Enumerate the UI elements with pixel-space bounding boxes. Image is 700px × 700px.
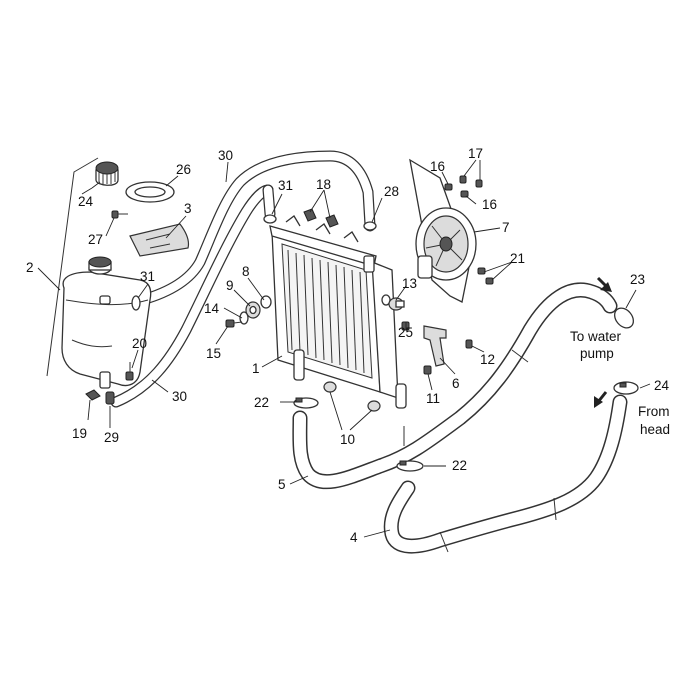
clip-18 — [303, 208, 339, 228]
callout-20: 20 — [132, 336, 147, 351]
callout-17: 17 — [468, 146, 483, 161]
note-from-head-line1: From — [638, 404, 670, 419]
callout-26: 26 — [176, 162, 191, 177]
callout-27: 27 — [88, 232, 103, 247]
gasket-ring — [125, 181, 175, 203]
callout-28: 28 — [384, 184, 399, 199]
callout-16b: 16 — [482, 197, 497, 212]
screw-12 — [465, 339, 473, 349]
hose-clamp-31-top — [263, 214, 277, 224]
callout-23: 23 — [630, 272, 645, 287]
callout-labels: 1 2 3 4 5 6 7 8 9 10 11 12 13 14 15 16 1… — [26, 146, 670, 545]
screw-20 — [125, 362, 134, 381]
lower-hose-4 — [383, 394, 628, 554]
tank-cap — [95, 161, 119, 186]
callout-4: 4 — [350, 530, 358, 545]
callout-12: 12 — [480, 352, 495, 367]
rubber-mount-10 — [323, 381, 381, 412]
note-to-water-pump-line1: To water — [570, 329, 622, 344]
callout-21: 21 — [510, 251, 525, 266]
tank-assembly-bracket — [46, 157, 99, 377]
callout-24b: 24 — [654, 378, 670, 393]
callout-22a: 22 — [254, 395, 269, 410]
callout-19: 19 — [72, 426, 87, 441]
leader-lines — [37, 159, 651, 538]
callout-10: 10 — [340, 432, 355, 447]
washer-14 — [239, 311, 249, 325]
callout-22b: 22 — [452, 458, 467, 473]
callout-13: 13 — [402, 276, 417, 291]
callout-29: 29 — [104, 430, 119, 445]
cooling-fan — [409, 158, 477, 303]
callout-6: 6 — [452, 376, 460, 391]
callout-24a: 24 — [78, 194, 94, 209]
callout-8: 8 — [242, 264, 250, 279]
hose-clamp-23 — [613, 307, 635, 329]
screws-21 — [477, 267, 494, 285]
arrow-to-water-pump — [596, 276, 612, 292]
callout-7: 7 — [502, 220, 510, 235]
arrow-from-head — [594, 391, 608, 408]
screws-16 — [444, 183, 469, 198]
callout-31b: 31 — [278, 178, 293, 193]
expansion-tank — [61, 256, 152, 389]
callout-3: 3 — [184, 201, 192, 216]
note-to-water-pump-line2: pump — [580, 346, 614, 361]
callout-1: 1 — [252, 361, 260, 376]
callout-31a: 31 — [140, 269, 155, 284]
callout-25: 25 — [398, 325, 413, 340]
screw-27 — [111, 210, 128, 219]
cap-13 — [388, 297, 405, 311]
hose-clamp-22-lower — [396, 460, 424, 472]
callout-9: 9 — [226, 278, 234, 293]
hose-clamp-31-left — [131, 295, 141, 311]
bolt-25 — [401, 321, 410, 331]
screws-17 — [459, 175, 483, 188]
tank-mount-bracket — [129, 223, 190, 257]
lower-hose-5 — [292, 282, 618, 490]
callout-18: 18 — [316, 177, 331, 192]
callout-2: 2 — [26, 260, 34, 275]
bolt-15 — [225, 319, 243, 328]
screw-11 — [423, 365, 432, 375]
spout-29 — [105, 391, 115, 405]
hose-clamp-24 — [613, 381, 639, 395]
callout-30a: 30 — [218, 148, 233, 163]
callout-14: 14 — [204, 301, 220, 316]
callout-5: 5 — [278, 477, 286, 492]
callout-15: 15 — [206, 346, 221, 361]
hose-clamp-22-upper — [293, 397, 319, 409]
fan-bracket-6 — [423, 325, 447, 367]
clip-19 — [85, 389, 101, 401]
callout-11: 11 — [426, 391, 440, 406]
callout-16a: 16 — [430, 159, 445, 174]
overflow-hose-30 — [110, 150, 376, 408]
flow-notes: To water pump From head — [570, 329, 670, 437]
callout-30b: 30 — [172, 389, 187, 404]
hose-clamp-28 — [363, 221, 377, 231]
radiator — [269, 215, 407, 409]
note-from-head-line2: head — [640, 422, 670, 437]
